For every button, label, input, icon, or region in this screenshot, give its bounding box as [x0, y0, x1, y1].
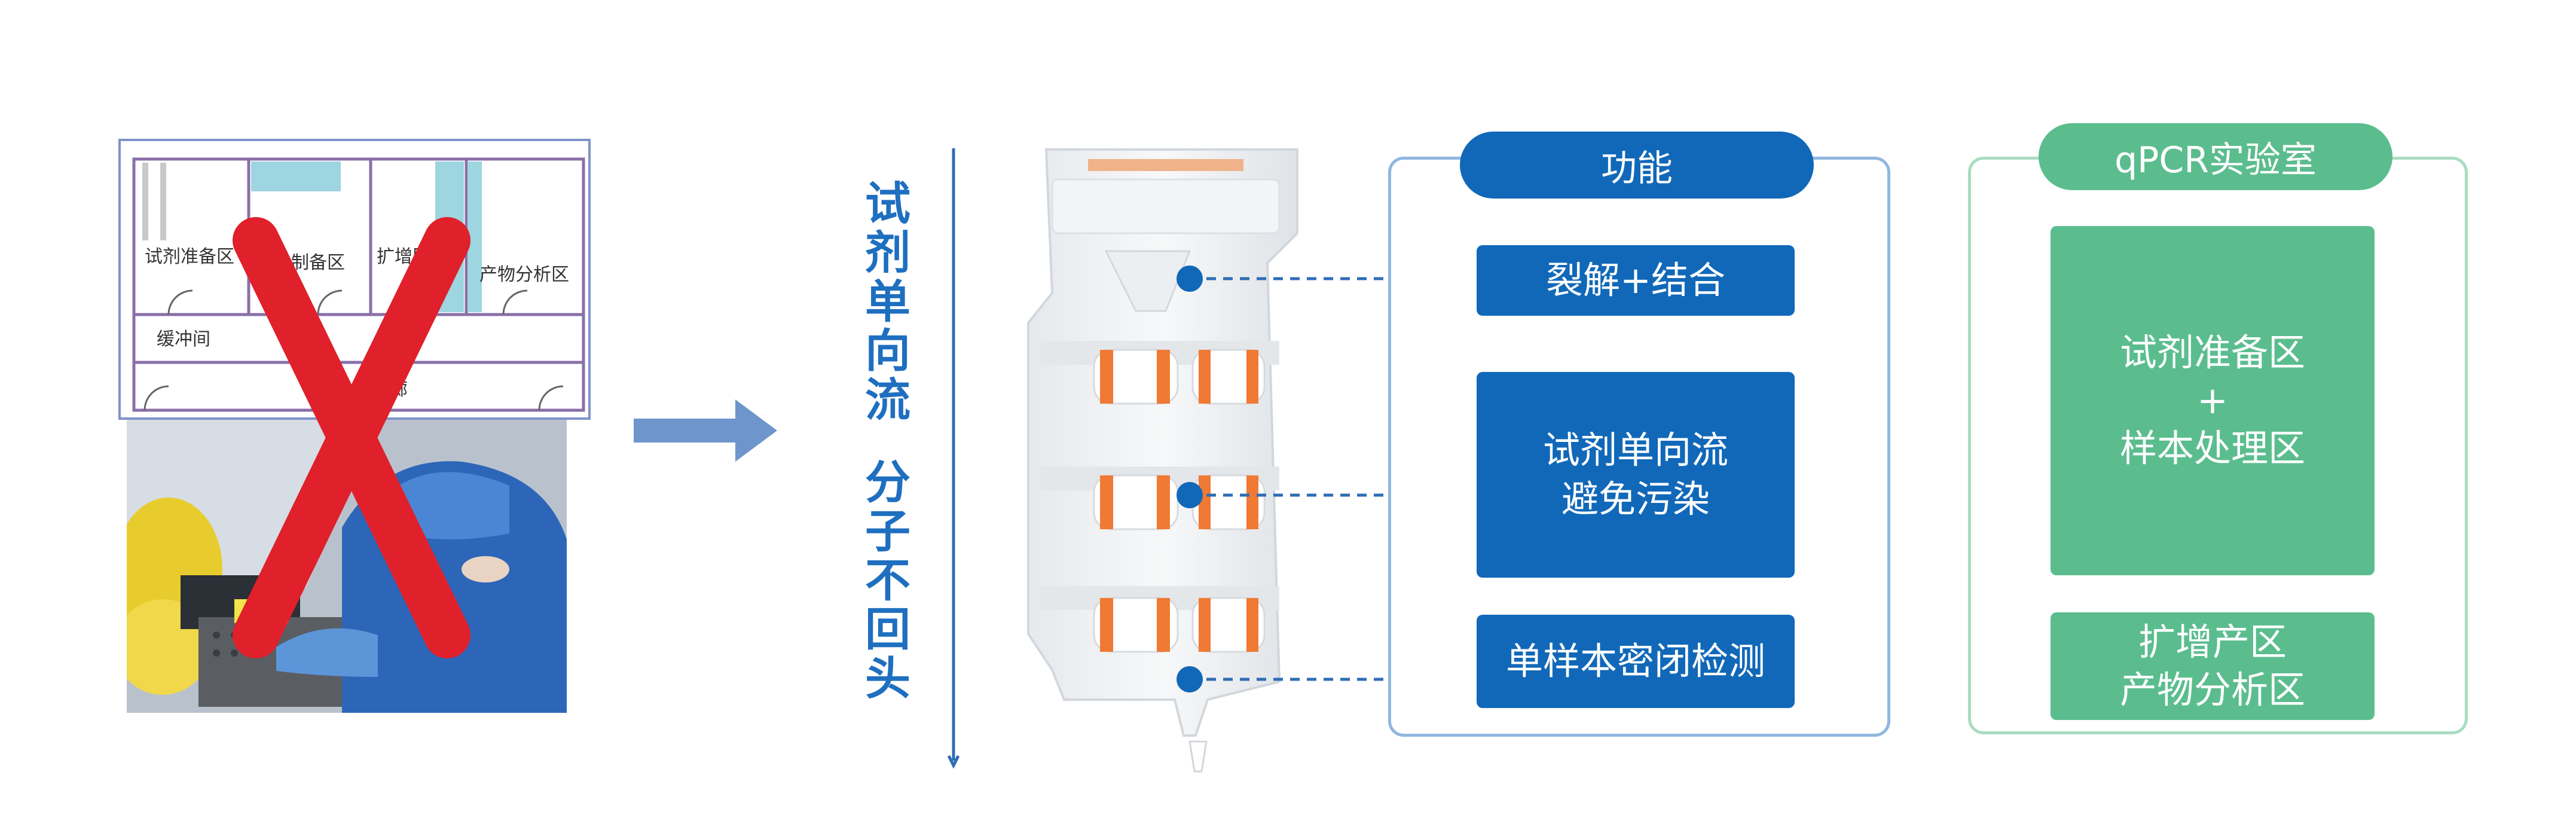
floor-plan-drawing: [132, 157, 585, 412]
test-cartridge-illustration: [1027, 148, 1298, 773]
traditional-lab-illustration: 试剂准备区 样品制备区 扩增区 产物分析区 缓冲间 走廊: [118, 139, 591, 713]
function-label: 试剂单向流: [1542, 428, 1728, 472]
slogan-char: 试: [865, 177, 910, 230]
zone-plus: +: [2197, 379, 2228, 422]
lab-scene-drawing: [127, 420, 567, 713]
function-one-way-flow: 试剂单向流 避免污染: [1477, 372, 1795, 578]
qpcr-prep-zone-box: 试剂准备区 + 样本处理区: [2051, 226, 2375, 575]
capsule-row: [1093, 349, 1266, 405]
capsule-row: [1093, 597, 1266, 653]
right-arrow-icon: [634, 399, 777, 462]
down-arrow-icon: [948, 148, 959, 769]
zone-label: 扩增产区: [2138, 620, 2287, 664]
zone-label: 产物分析区: [2119, 668, 2305, 712]
function-label: 单样本密闭检测: [1505, 639, 1765, 683]
slogan-char: 流: [865, 373, 910, 426]
slogan-char: 回: [865, 603, 910, 656]
function-lysis-binding: 裂解+结合: [1477, 245, 1795, 316]
room-label-buffer: 缓冲间: [157, 329, 210, 350]
slogan-char: 剂: [865, 226, 910, 279]
connector-dot: [1177, 266, 1203, 292]
connector-dot: [1177, 666, 1203, 692]
function-label: 避免污染: [1561, 477, 1710, 521]
red-cross-mark: [233, 217, 470, 658]
slogan-char: 向: [865, 324, 910, 377]
vertical-slogan: 试 剂 单 向 流 分 子 不 回 头: [849, 179, 927, 703]
lab-floor-plan: 试剂准备区 样品制备区 扩增区 产物分析区 缓冲间 走廊: [118, 139, 591, 420]
slogan-char: 子: [865, 505, 910, 558]
slogan-char: 不: [865, 554, 910, 607]
slogan-char: 分: [865, 456, 910, 509]
slogan-spacer: [849, 425, 927, 458]
qpcr-panel-title: qPCR实验室: [2039, 123, 2392, 190]
slogan-char: 单: [865, 275, 910, 328]
qpcr-amplification-zone-box: 扩增产区 产物分析区: [2051, 612, 2375, 720]
lab-worker-photo: [127, 420, 567, 713]
connector-dot: [1177, 482, 1203, 508]
room-label-reagent-prep: 试剂准备区: [145, 246, 234, 267]
function-sealed-detection: 单样本密闭检测: [1477, 615, 1795, 708]
zone-label: 试剂准备区: [2119, 331, 2305, 374]
function-label: 裂解+结合: [1546, 258, 1725, 302]
function-panel-title: 功能: [1460, 132, 1814, 199]
zone-label: 样本处理区: [2119, 426, 2305, 470]
slogan-char: 头: [865, 652, 910, 705]
room-label-product-analysis: 产物分析区: [479, 264, 569, 285]
